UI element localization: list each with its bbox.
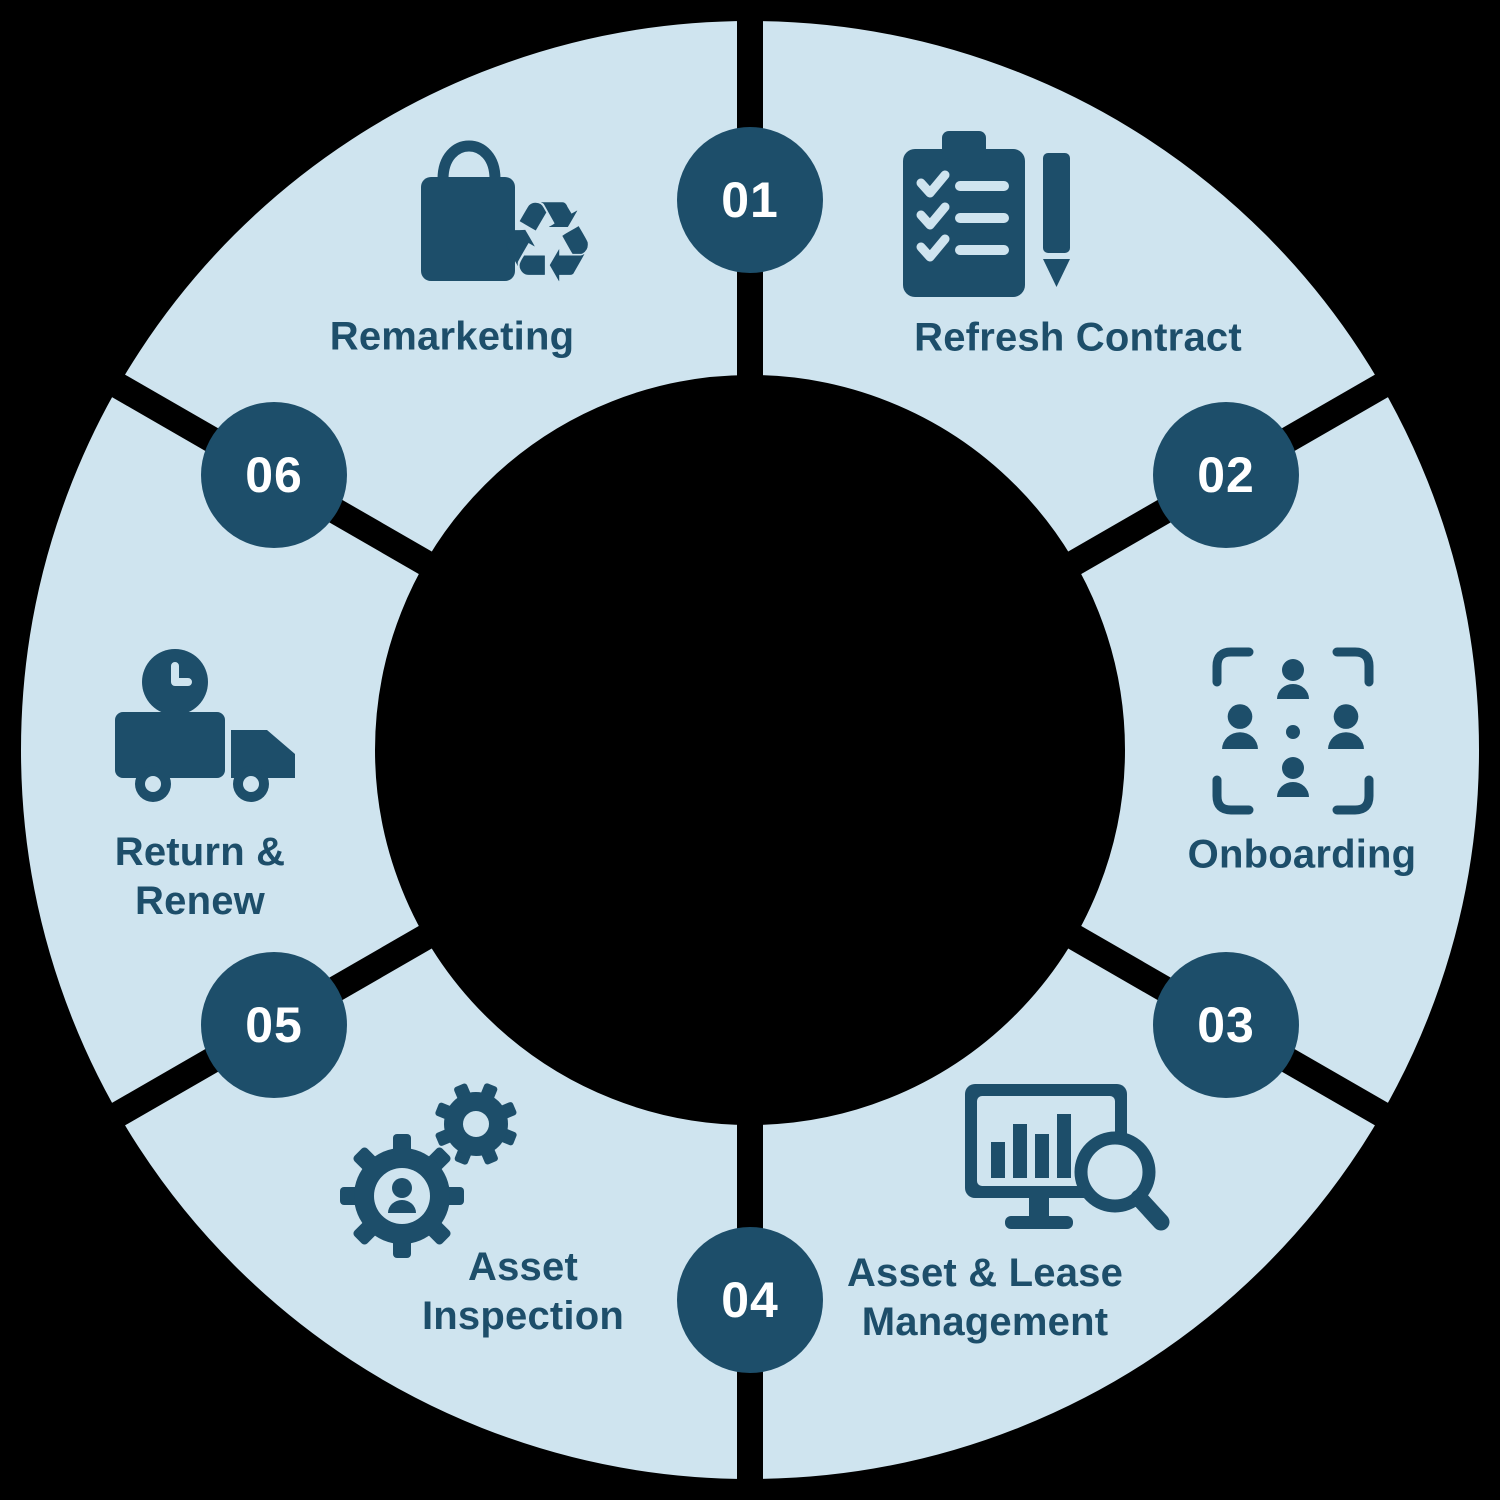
step-number: 02 [1197,447,1255,503]
step-badges: 01 02 03 04 05 06 [201,127,1299,1373]
step-label-line: Refresh Contract [914,315,1242,360]
step-label-refresh-contract: Refresh Contract [914,314,1242,363]
step-number: 06 [245,447,303,503]
shopping-bag-recycle-icon: ♻ [421,140,597,308]
segment-dividers [84,0,1416,1500]
step-label-onboarding: Onboarding [1188,831,1417,880]
step-label-line: Asset & Lease [846,1251,1124,1296]
step-badge [201,402,347,548]
step-number: 03 [1197,997,1255,1053]
step-badge [201,952,347,1098]
step-badge [1153,402,1299,548]
step-label-line: Renew [135,879,265,923]
step-label-line: Asset [468,1245,578,1290]
step-badge [1153,952,1299,1098]
step-label-line: Management [861,1300,1109,1344]
step-badge [677,127,823,273]
clipboard-checklist-pencil-icon [903,131,1070,297]
step-label-remarketing: Remarketing [330,313,575,362]
step-label-line: Remarketing [329,314,575,359]
segment-divider [84,738,757,1142]
team-network-icon [1212,647,1374,815]
step-number: 04 [721,1272,779,1328]
step-label-asset-lease-management: Asset & Lease Management [847,1249,1123,1347]
segment-divider [743,358,1416,762]
step-label-line: Inspection [421,1294,625,1338]
step-number: 01 [721,172,779,228]
truck-clock-icon [115,649,295,802]
recycle-glyph: ♻ [497,178,597,308]
segment-divider [84,358,757,762]
step-label-return-renew: Return & Renew [115,828,286,926]
step-label-line: Return & [114,830,286,875]
monitor-chart-magnifier-icon [965,1084,1170,1231]
segment-divider [743,738,1416,1142]
step-badge [677,1227,823,1373]
step-label-asset-inspection: Asset Inspection [422,1243,624,1341]
step-number: 05 [245,997,303,1053]
gears-person-icon [340,1083,517,1258]
step-label-line: Onboarding [1187,832,1417,877]
